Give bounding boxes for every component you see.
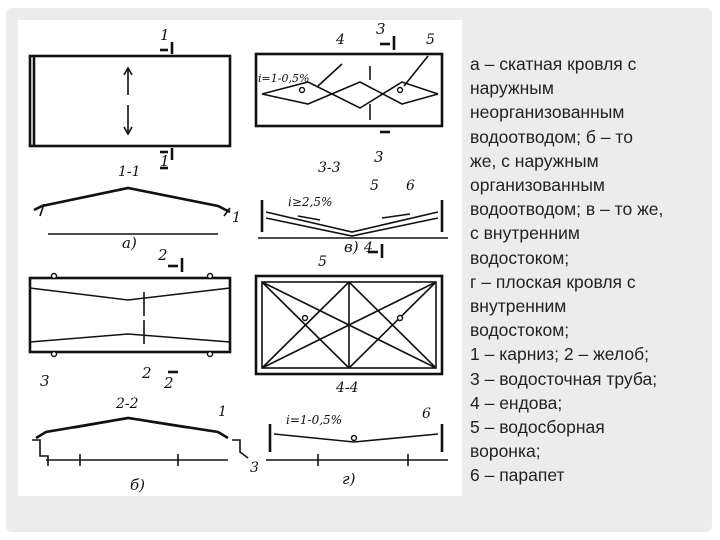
section-3-3	[258, 200, 448, 239]
label-1-eave: 1	[232, 210, 241, 226]
caption-line: 6 – парапет	[470, 465, 565, 486]
section-4-4	[266, 424, 448, 466]
label-3-plan: 3	[40, 372, 50, 390]
caption-line: водостоком;	[470, 247, 570, 268]
label-2-top: 2	[157, 246, 168, 264]
label-3-cut: 3	[374, 148, 384, 166]
caption-line: организованным	[470, 175, 605, 196]
label-1-gutter: 1	[218, 404, 227, 420]
cut-4-4: 4-4	[335, 380, 359, 396]
label-3-pipe: 3	[250, 460, 259, 476]
caption-text: а – скатная кровля с наружным неорганизо…	[470, 52, 710, 488]
view-a: а)	[122, 234, 137, 252]
plan-v	[254, 36, 444, 134]
view-g: г)	[342, 470, 356, 488]
caption-line: 4 – ендова;	[470, 392, 563, 413]
caption-line: же, с наружным	[470, 150, 599, 171]
label-6-parapet: 6	[422, 406, 431, 422]
label-2-cut: 2	[163, 374, 174, 392]
slope-c: i=1-0,5%	[286, 413, 342, 427]
cut-1-1: 1-1	[118, 164, 141, 180]
label-3-top: 3	[376, 20, 386, 38]
label-4-top: 4	[363, 240, 373, 256]
label-5-top: 5	[426, 32, 435, 48]
label-6-cut: 6	[406, 178, 415, 194]
label-1-top: 1	[160, 26, 170, 44]
label-5-cut: 5	[370, 178, 379, 194]
label-5-plan: 5	[318, 254, 327, 270]
caption-line: а – скатная кровля с	[470, 54, 637, 74]
view-v: в)	[344, 238, 359, 256]
caption-line: воронка;	[470, 441, 541, 462]
roof-drawings: 1 1 4 3 5 i=1-0,5%	[28, 20, 448, 494]
plan-g	[254, 244, 444, 376]
caption-line: с внутренним	[470, 223, 580, 244]
caption-line: наружным	[470, 78, 554, 99]
cut-3-3: 3-3	[318, 160, 341, 176]
plan-b	[28, 258, 232, 374]
caption-line: г – плоская кровля с	[470, 271, 636, 292]
caption-line: водоотводом; б – то	[470, 126, 633, 147]
plan-a	[28, 42, 232, 160]
roof-drainage-figure: 1 1 4 3 5 i=1-0,5%	[18, 20, 462, 496]
label-1-bottom: 1	[160, 152, 170, 170]
caption-line: водоотводом; в – то же,	[470, 199, 664, 220]
caption-line: внутренним	[470, 296, 567, 317]
caption-line: 3 – водосточная труба;	[470, 368, 658, 389]
view-b: б)	[130, 476, 145, 494]
label-2-plan: 2	[141, 364, 152, 382]
slope-b: i≥2,5%	[288, 195, 332, 209]
slope-a: i=1-0,5%	[258, 72, 309, 85]
caption-line: неорганизованным	[470, 102, 625, 123]
section-2-2	[32, 416, 249, 466]
caption-line: водостоком;	[470, 320, 570, 341]
label-4: 4	[335, 32, 345, 48]
caption-line: 1 – карниз; 2 – желоб;	[470, 344, 649, 365]
caption-line: 5 – водосборная	[470, 417, 605, 438]
cut-2-2: 2-2	[115, 396, 139, 412]
section-1-1	[33, 166, 231, 235]
